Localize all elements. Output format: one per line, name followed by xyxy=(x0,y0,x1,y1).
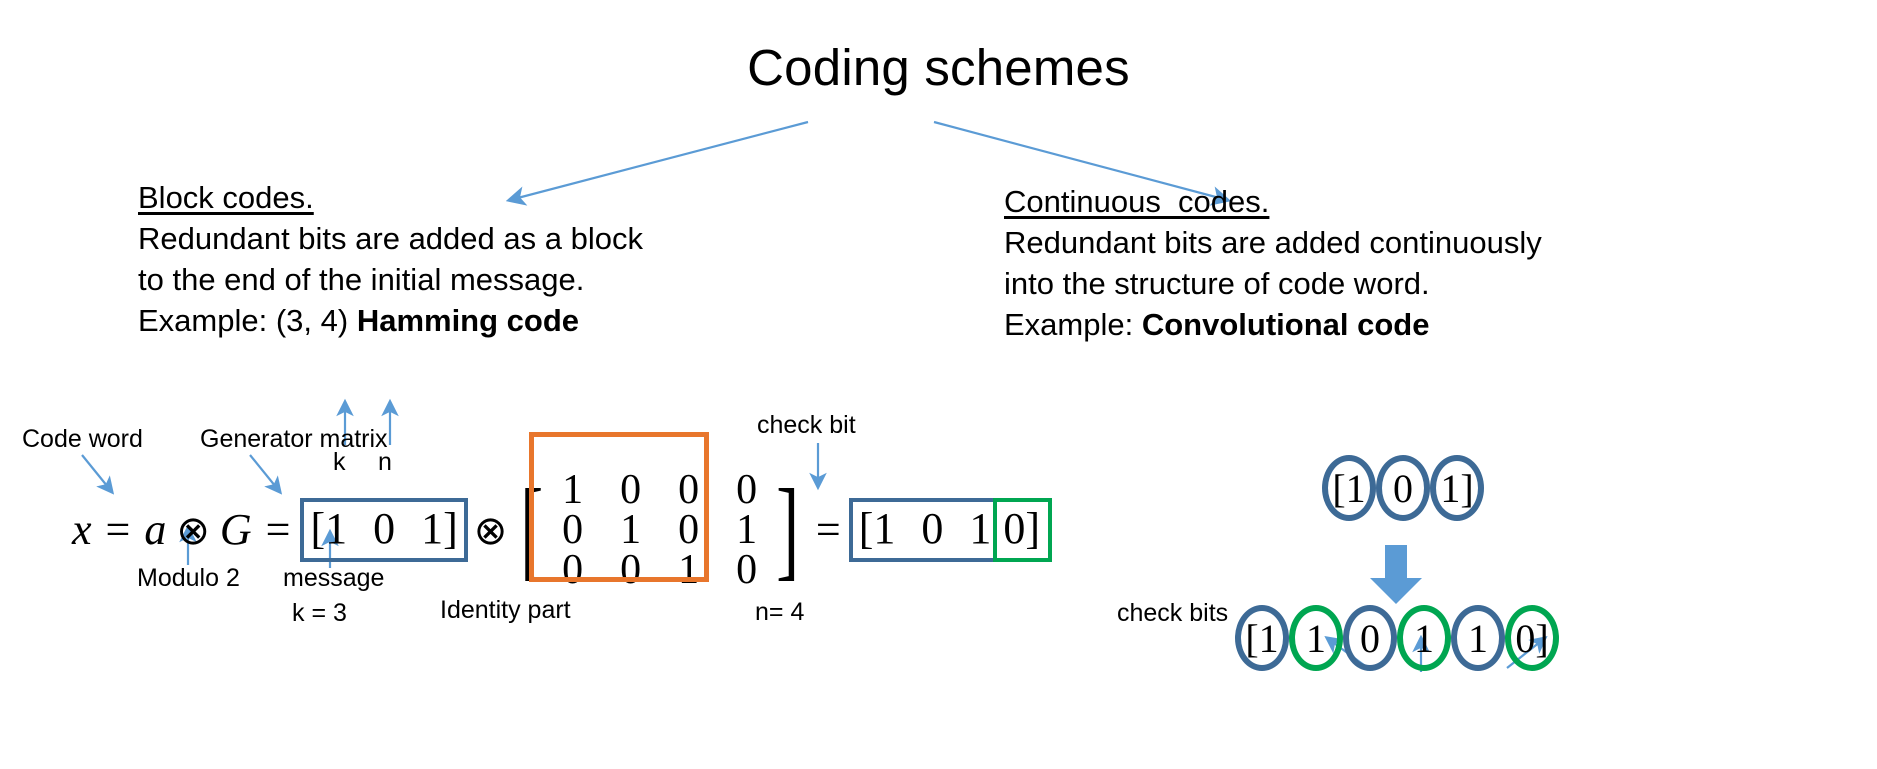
continuous-codes-example-prefix: Example: xyxy=(1004,307,1142,342)
block-codes-heading: Block codes. xyxy=(138,180,314,215)
continuous-codes-line-1: Redundant bits are added continuously xyxy=(1004,225,1542,260)
output-bit-circle-2: 0 xyxy=(1343,605,1397,671)
message-vector-bit-0: 1 xyxy=(325,504,348,553)
continuous-codes-line-2: into the structure of code word. xyxy=(1004,266,1430,301)
continuous-codes-column: Continuous codes. Redundant bits are add… xyxy=(1004,182,1704,345)
matrix-cell-r1c2: 0 xyxy=(678,507,700,553)
label-identity-part: Identity part xyxy=(440,596,571,624)
block-codes-example-prefix: Example: (3, 4) xyxy=(138,303,357,338)
equation-equals-2: = xyxy=(265,505,291,554)
output-bit-circle-5: 0] xyxy=(1505,605,1559,671)
matrix-close-bracket: ] xyxy=(775,467,799,592)
result-check-bit: 0 xyxy=(1003,504,1026,553)
message-vector-close-bracket: ] xyxy=(443,504,458,553)
equation-equals-3: = xyxy=(815,505,841,554)
generator-matrix: [ 1 0 0 0 0 1 0 1 0 0 1 0 ] xyxy=(513,432,806,593)
message-vector-bit-2: 1 xyxy=(421,504,444,553)
label-message: message xyxy=(283,564,385,592)
matrix-cell-r2c3: 0 xyxy=(736,547,758,593)
continuous-codes-example-bold: Convolutional code xyxy=(1141,307,1430,342)
matrix-cell-r0c2: 0 xyxy=(678,467,700,513)
result-open-bracket: [ xyxy=(858,504,874,553)
result-bit-0: 1 xyxy=(873,504,896,553)
message-vector-bit-1: 0 xyxy=(373,504,396,553)
label-modulo-2: Modulo 2 xyxy=(137,564,240,592)
label-code-word: Code word xyxy=(22,425,143,453)
transform-down-arrow-icon xyxy=(1370,545,1422,604)
identity-part-highlight-box xyxy=(529,432,710,582)
label-generator-matrix: Generator matrix xyxy=(200,425,388,453)
result-bit-1: 0 xyxy=(921,504,944,553)
label-n: n xyxy=(378,448,392,476)
continuous-codes-example: Example: Convolutional code xyxy=(1004,304,1704,345)
output-bit-circle-0: [1 xyxy=(1235,605,1289,671)
block-codes-example: Example: (3, 4) Hamming code xyxy=(138,300,798,341)
block-codes-example-bold: Hamming code xyxy=(356,303,580,338)
result-close-bracket: ] xyxy=(1025,504,1041,553)
equation-a: a xyxy=(144,505,167,554)
label-check-bit: check bit xyxy=(757,411,856,439)
output-bit-circle-3: 1 xyxy=(1397,605,1451,671)
otimes-icon-2: ⊗ xyxy=(473,508,508,554)
matrix-cell-r0c1: 0 xyxy=(620,467,642,513)
label-k: k xyxy=(333,448,346,476)
page-title: Coding schemes xyxy=(747,39,1130,96)
input-bit-circle-2: 1] xyxy=(1430,455,1484,521)
label-check-bits: check bits xyxy=(1117,599,1229,627)
input-bit-circle-0: [1 xyxy=(1322,455,1376,521)
equation-equals-1: = xyxy=(105,505,131,554)
output-bit-circle-1: 1 xyxy=(1289,605,1343,671)
block-codes-column: Block codes. Redundant bits are added as… xyxy=(138,178,798,341)
block-codes-line-2: to the end of the initial message. xyxy=(138,262,585,297)
result-check-bit-box: 0] xyxy=(993,498,1053,562)
matrix-cell-r0c3: 0 xyxy=(736,467,758,513)
block-codes-line-1: Redundant bits are added as a block xyxy=(138,221,643,256)
label-n-equals-4: n= 4 xyxy=(755,598,805,626)
otimes-icon-1: ⊗ xyxy=(176,508,210,554)
matrix-cell-r1c3: 1 xyxy=(736,507,758,553)
message-vector-open-bracket: [ xyxy=(310,504,326,553)
matrix-cell-r0c0: 1 xyxy=(562,467,584,513)
equation-G: G xyxy=(219,505,252,554)
input-bit-circle-1: 0 xyxy=(1376,455,1430,521)
matrix-cell-r1c1: 1 xyxy=(620,507,642,553)
result-bit-2: 1 xyxy=(969,504,992,553)
continuous-codes-heading: Continuous codes. xyxy=(1004,184,1270,219)
label-k-equals-3: k = 3 xyxy=(292,599,347,627)
matrix-cell-r1c0: 0 xyxy=(562,507,584,553)
output-bit-circle-4: 1 xyxy=(1451,605,1505,671)
equation-x: x xyxy=(72,505,92,554)
